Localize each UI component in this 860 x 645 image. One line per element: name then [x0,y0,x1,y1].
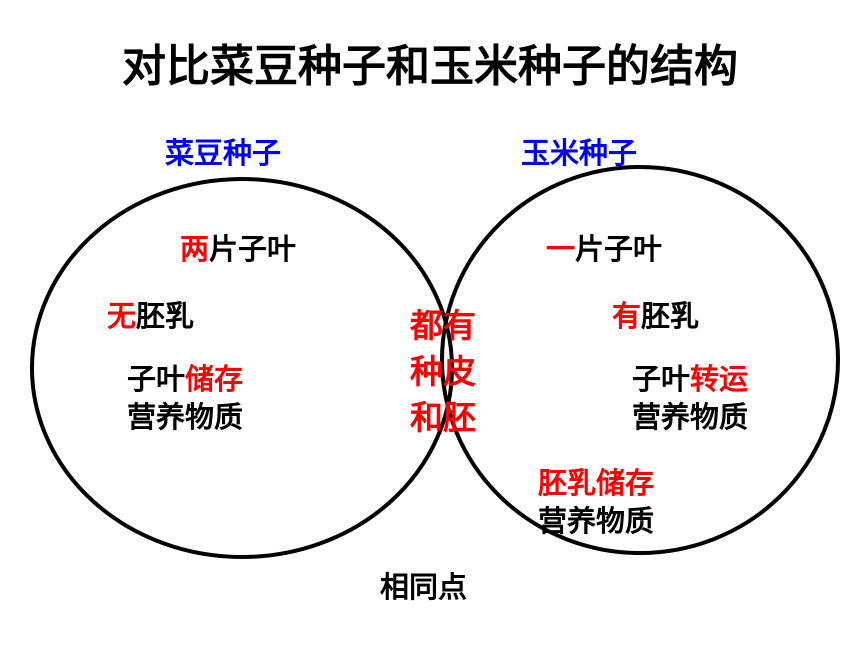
item-text: 胚乳 [136,299,195,333]
item-text: 子叶 [127,362,186,396]
highlight-text: 有 [612,299,642,333]
right-circle [440,165,840,555]
left-item-endosperm: 无胚乳 [107,293,194,335]
overlap-caption: 相同点 [380,570,468,604]
item-text-line2: 营养物质 [632,400,749,434]
left-set-label: 菜豆种子 [165,136,282,170]
page-title: 对比菜豆种子和玉米种子的结构 [122,41,738,92]
left-circle [30,177,454,559]
item-text-line2: 营养物质 [127,400,244,434]
right-item-endosperm-storage: 胚乳储存 营养物质 [538,464,654,540]
left-item-leaves: 两片子叶 [180,226,296,268]
highlight-text: 一 [546,232,576,266]
overlap-line: 都有 [410,306,476,345]
overlap-text: 都有 种皮 和胚 [396,303,490,441]
highlight-text: 无 [107,299,137,333]
right-set-label: 玉米种子 [521,136,638,170]
right-item-leaves: 一片子叶 [546,226,662,268]
item-text: 片子叶 [209,232,297,266]
highlight-text: 胚乳储存 [538,466,655,500]
highlight-text: 转运 [690,362,749,396]
left-item-storage: 子叶储存 营养物质 [127,360,243,436]
right-item-endosperm: 有胚乳 [612,293,699,335]
highlight-text: 储存 [185,362,244,396]
overlap-line: 种皮 [410,352,476,391]
item-text: 子叶 [632,362,691,396]
right-item-transport: 子叶转运 营养物质 [632,360,748,436]
overlap-line: 和胚 [410,398,476,437]
item-text: 胚乳 [641,299,700,333]
item-text: 片子叶 [575,232,663,266]
item-text-line2: 营养物质 [538,504,655,538]
highlight-text: 两 [180,232,210,266]
